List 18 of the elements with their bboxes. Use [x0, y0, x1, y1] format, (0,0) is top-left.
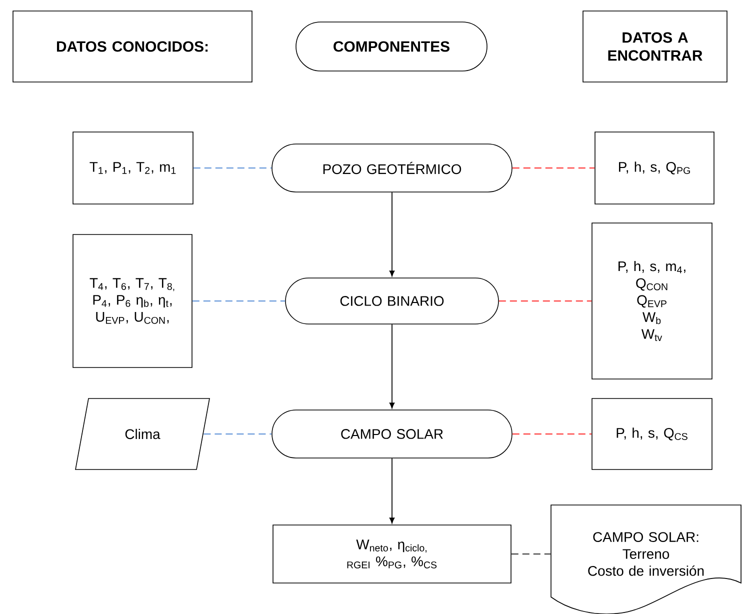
component-pill: COMPONENTES	[296, 22, 488, 72]
data-box: P, h, s, m$_{4}$, Q$_{CON}$ Q$_{EVP}$ W$_{b}$ W$_{tv}$	[592, 222, 712, 380]
data-box: DATOS A ENCONTRAR	[582, 10, 728, 82]
component-pill: CICLO BINARIO	[285, 278, 499, 324]
arrow	[389, 192, 395, 276]
connector-line	[498, 300, 592, 302]
data-box: T$_{4}$, T$_{6}$, T$_{7}$, T$_{8,}$ P$_{4}$, P$_{6}$ η$_{b}$, η$_{t}$, U$_{EVP}$, U$_{CON}$,	[72, 234, 192, 368]
component-pill: POZO GEOTÉRMICO	[272, 144, 512, 192]
connector-line	[192, 300, 286, 302]
data-box: DATOS CONOCIDOS:	[12, 10, 252, 82]
data-box: W$_{neto}$, η$_{ciclo,}$ $_{RGEI}$ %$_{PG}$, %$_{CS}$	[272, 524, 512, 584]
arrow	[389, 324, 395, 408]
input-parallelogram: Clima	[75, 398, 210, 470]
arrow	[389, 458, 395, 524]
component-pill: CAMPO SOLAR	[272, 410, 512, 458]
data-box: T$_{1}$, P$_{1}$, T$_{2}$, m$_{1}$	[72, 132, 194, 204]
data-box: P, h, s, Q$_{CS}$	[592, 398, 712, 470]
data-box: P, h, s, Q$_{PG}$	[594, 132, 714, 204]
